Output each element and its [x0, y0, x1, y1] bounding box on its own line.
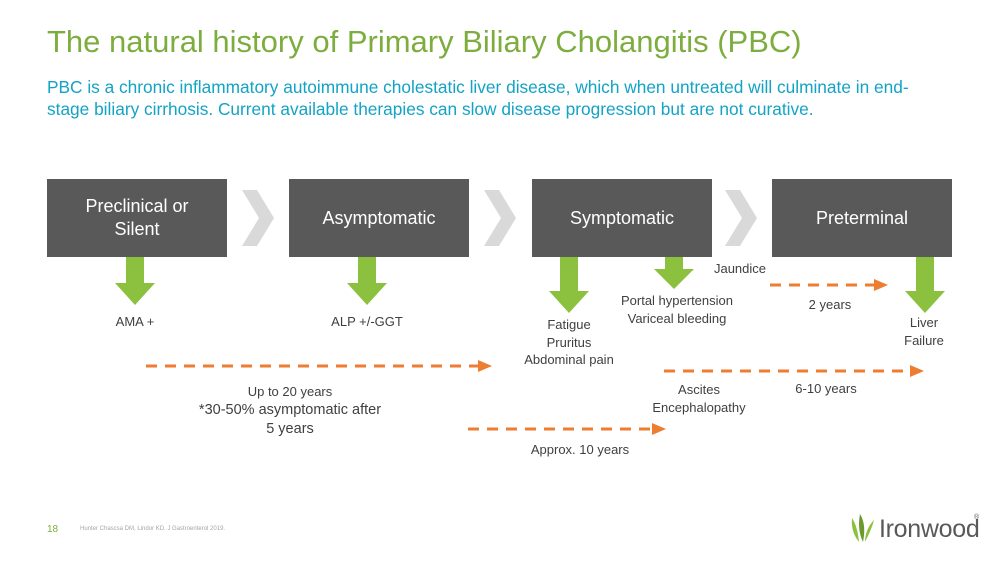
- label-portal-hypertension: Portal hypertension: [620, 293, 733, 308]
- slide-subtitle: PBC is a chronic inflammatory autoimmune…: [47, 77, 909, 119]
- label-failure: Failure: [904, 332, 944, 348]
- footer-reference: Hunter Chascsa DM, Lindor KD. J Gastroen…: [80, 526, 226, 532]
- slide-title: The natural history of Primary Biliary C…: [47, 24, 802, 59]
- label-abdominal-pain: Abdominal pain: [524, 352, 614, 367]
- label-ama: AMA +: [115, 314, 155, 329]
- timeline-arrow-2-years: [770, 279, 888, 291]
- down-arrow-icon: [347, 257, 387, 305]
- duration-up-to-20-years: Up to 20 years: [247, 384, 333, 399]
- logo-text: Ironwood: [879, 515, 980, 543]
- label-fatigue: Fatigue: [547, 317, 591, 332]
- label-encephalopathy: Encephalopathy: [652, 399, 746, 415]
- registered-mark: ®: [974, 514, 980, 521]
- timeline-arrow-up-to-20-years: [146, 360, 492, 372]
- label-pruritus: Pruritus: [546, 334, 592, 350]
- timeline-arrow-6-10-years: [664, 365, 924, 377]
- duration-6-10-years: 6-10 years: [795, 381, 857, 396]
- label-alp-ggt: ALP +/-GGT: [331, 314, 403, 329]
- label-liver: Liver: [909, 315, 939, 330]
- duration-approx-10-years: Approx. 10 years: [530, 442, 630, 457]
- down-arrow-icon: [905, 257, 945, 313]
- ironwood-logo: Ironwood ®: [848, 512, 980, 548]
- stage-preterminal: Preterminal: [772, 179, 952, 257]
- label-ascites: Ascites: [678, 382, 720, 397]
- down-arrow-icon: [115, 257, 155, 305]
- stage-asymptomatic: Asymptomatic: [289, 179, 469, 257]
- stage-label: Preterminal: [815, 207, 909, 228]
- timeline-arrow-approx-10-years: [468, 423, 666, 435]
- duration-2-years: 2 years: [808, 297, 852, 312]
- stage-label: Preclinical or Silent: [85, 196, 189, 239]
- duration-asymptomatic-note-line1: *30-50% asymptomatic after: [198, 402, 382, 418]
- down-arrow-icon: [549, 257, 589, 313]
- leaf-icon: [851, 514, 874, 542]
- label-variceal-bleeding: Variceal bleeding: [627, 310, 727, 326]
- chevron-right-icon: [725, 190, 757, 246]
- stage-label: Asymptomatic: [322, 207, 436, 228]
- label-jaundice: Jaundice: [713, 261, 767, 276]
- duration-asymptomatic-note-line2: 5 years: [266, 421, 314, 437]
- stage-label: Symptomatic: [569, 207, 675, 228]
- stage-symptomatic: Symptomatic: [532, 179, 712, 257]
- down-arrow-icon: [654, 257, 694, 289]
- chevron-right-icon: [242, 190, 274, 246]
- stage-preclinical: Preclinical or Silent: [47, 179, 227, 257]
- chevron-right-icon: [484, 190, 516, 246]
- page-number: 18: [47, 524, 59, 535]
